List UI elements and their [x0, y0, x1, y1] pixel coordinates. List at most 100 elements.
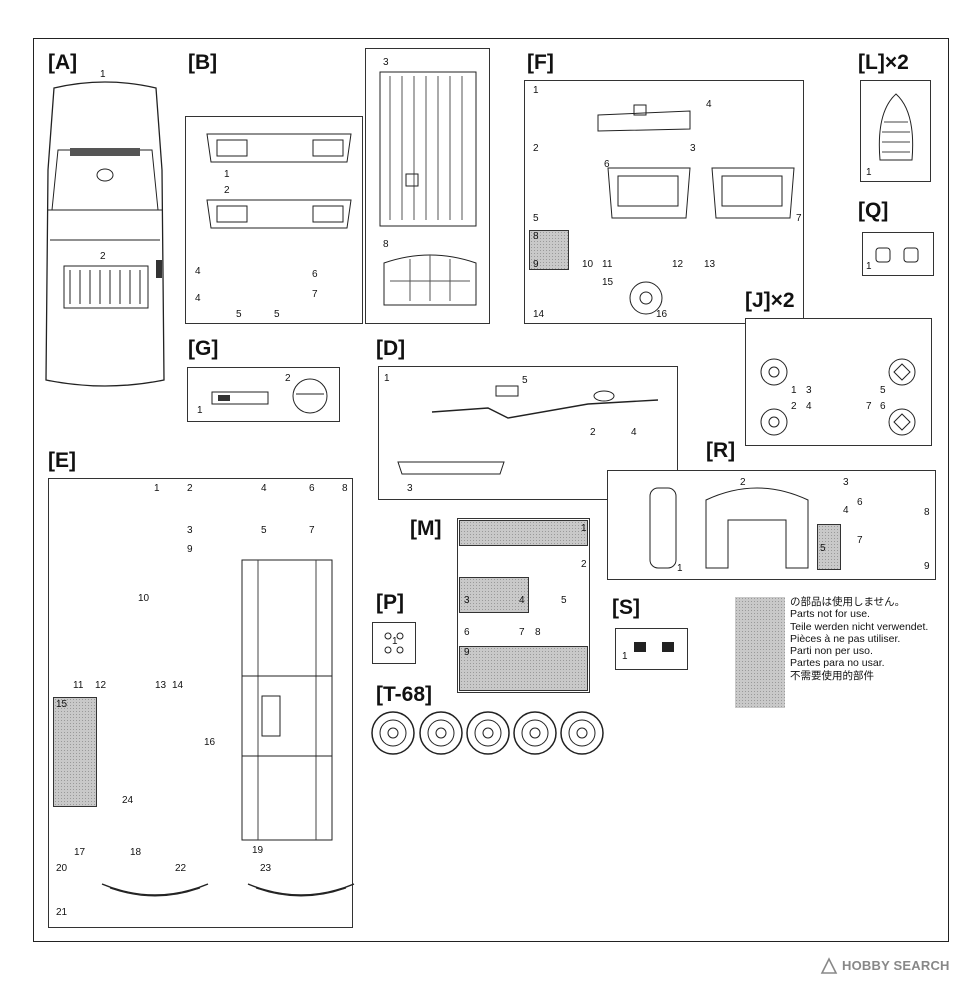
grille-part [206, 199, 352, 229]
part-num: 4 [195, 293, 201, 304]
part-num: 23 [260, 863, 272, 874]
watermark-text: HOBBY SEARCH [842, 958, 950, 973]
part-num: 4 [195, 266, 201, 277]
part-num: 3 [187, 525, 193, 536]
part-num: 7 [796, 213, 802, 224]
part-num: 7 [866, 401, 872, 412]
part-num: 5 [561, 595, 567, 606]
part-num: 12 [672, 259, 684, 270]
part-num: 2 [285, 373, 291, 384]
sprue-j [745, 318, 932, 446]
part-num: 1 [791, 385, 797, 396]
truck-bed-drawing [379, 71, 477, 227]
part-num: 16 [204, 737, 216, 748]
part-num: 6 [880, 401, 886, 412]
part-num: 5 [522, 375, 528, 386]
steering-wheel-drawing [292, 378, 328, 414]
tire-drawing [371, 711, 415, 755]
part-label-g: [G] [188, 337, 219, 360]
note-line: Parti non per uso. [790, 645, 873, 658]
tire-drawing [560, 711, 604, 755]
part-num: 2 [187, 483, 193, 494]
part-num: 3 [843, 477, 849, 488]
sprue-s [615, 628, 688, 670]
hobby-search-logo-icon [820, 957, 838, 974]
part-num: 2 [791, 401, 797, 412]
unused-part-area [459, 520, 588, 546]
part-num: 11 [602, 259, 613, 270]
part-num: 4 [843, 505, 849, 516]
note-line: の部品は使用しません。 [790, 596, 906, 608]
part-num: 1 [154, 483, 160, 494]
part-num: 7 [309, 525, 315, 536]
part-num: 18 [130, 847, 142, 858]
canopy-drawing [705, 487, 809, 569]
note-line: Pièces à ne pas utiliser. [790, 632, 901, 645]
leaf-spring-drawing [101, 883, 209, 897]
part-num: 5 [533, 213, 539, 224]
part-num: 2 [590, 427, 596, 438]
sprue-q [862, 232, 934, 276]
part-num: 5 [274, 309, 280, 320]
part-num: 7 [312, 289, 318, 300]
sprue-b-right [365, 48, 490, 324]
note-line: Partes para no usar. [790, 657, 885, 670]
part-num: 19 [252, 845, 264, 856]
part-label-e: [E] [48, 449, 76, 472]
part-num: 1 [533, 85, 539, 96]
part-num: 14 [533, 309, 545, 320]
part-num: 8 [342, 483, 348, 494]
note-line: Teile werden nicht verwendet. [790, 620, 929, 633]
part-num: 14 [172, 680, 184, 691]
part-num: 8 [383, 239, 389, 250]
part-num: 15 [56, 699, 68, 710]
mirror-drawing [649, 487, 677, 569]
grille-part [206, 133, 352, 163]
door-panel-drawing [607, 167, 691, 219]
part-num: 24 [122, 795, 134, 806]
wheel-drawing [760, 408, 788, 436]
bumper-drawing [397, 461, 505, 475]
part-num: 22 [175, 863, 187, 874]
part-num: 6 [857, 497, 863, 508]
part-num: 9 [187, 544, 193, 555]
part-num: 10 [582, 259, 594, 270]
part-num: 2 [740, 477, 746, 488]
part-num: 6 [312, 269, 318, 280]
instrument-cluster-drawing [211, 391, 269, 405]
sprue-e [48, 478, 353, 928]
part-num: 3 [690, 143, 696, 154]
body-shell-drawing [45, 81, 165, 387]
unused-part-area [529, 230, 569, 270]
part-num: 7 [519, 627, 525, 638]
part-num: 8 [533, 231, 539, 242]
unused-part-area [53, 697, 97, 807]
part-num: 2 [533, 143, 539, 154]
lens-pair-drawing [875, 247, 919, 263]
part-num: 5 [261, 525, 267, 536]
part-num: 3 [383, 57, 389, 68]
sprue-l [860, 80, 931, 182]
leaf-spring-drawing [247, 883, 355, 897]
part-num: 8 [535, 627, 541, 638]
part-num: 1 [197, 405, 203, 416]
seat-drawing [878, 93, 914, 161]
part-num: 2 [224, 185, 230, 196]
part-num: 4 [631, 427, 637, 438]
dashboard-drawing [597, 104, 691, 132]
part-num: 4 [519, 595, 525, 606]
tire-drawing [513, 711, 557, 755]
unused-parts-swatch [735, 597, 785, 708]
sprue-p [372, 622, 416, 664]
part-num: 17 [74, 847, 86, 858]
wheel-drawing [888, 358, 916, 386]
diagram-frame [33, 38, 949, 942]
unused-part-area [817, 524, 841, 570]
unused-part-area [459, 646, 588, 691]
note-line: 不需要使用的部件 [790, 669, 874, 682]
chassis-frame-drawing [241, 559, 333, 841]
part-num: 1 [100, 69, 106, 80]
part-num: 1 [622, 651, 628, 662]
part-num: 2 [581, 559, 587, 570]
part-num: 3 [407, 483, 413, 494]
